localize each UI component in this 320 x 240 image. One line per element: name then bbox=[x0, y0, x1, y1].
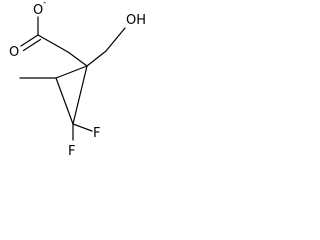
atom-labels: O O - OH F F bbox=[9, 0, 146, 159]
atom-carbonyl-oxygen: O bbox=[9, 45, 19, 60]
anion-charge: - bbox=[43, 0, 46, 8]
atom-fluorine-bottom: F bbox=[68, 144, 75, 159]
atom-anion-oxygen: O bbox=[33, 3, 43, 18]
bond-cf-right bbox=[72, 123, 93, 132]
bonds bbox=[19, 16, 126, 141]
bond-c1-o-double-b bbox=[22, 38, 42, 52]
bond-ring-c bbox=[55, 77, 74, 125]
bond-ring-b bbox=[72, 65, 88, 125]
bond-ch2-oh bbox=[105, 27, 126, 52]
atom-fluorine-right: F bbox=[93, 126, 100, 141]
atom-hydroxyl: OH bbox=[126, 13, 146, 28]
bond-c1-o-double-a bbox=[20, 34, 39, 47]
bond-c1-ch2 bbox=[37, 34, 69, 53]
bond-ring-a bbox=[55, 65, 88, 79]
bond-ring-ch2oh bbox=[86, 50, 107, 67]
bond-ch2-ring bbox=[67, 51, 88, 67]
molecule-structure: O O - OH F F bbox=[9, 0, 146, 159]
